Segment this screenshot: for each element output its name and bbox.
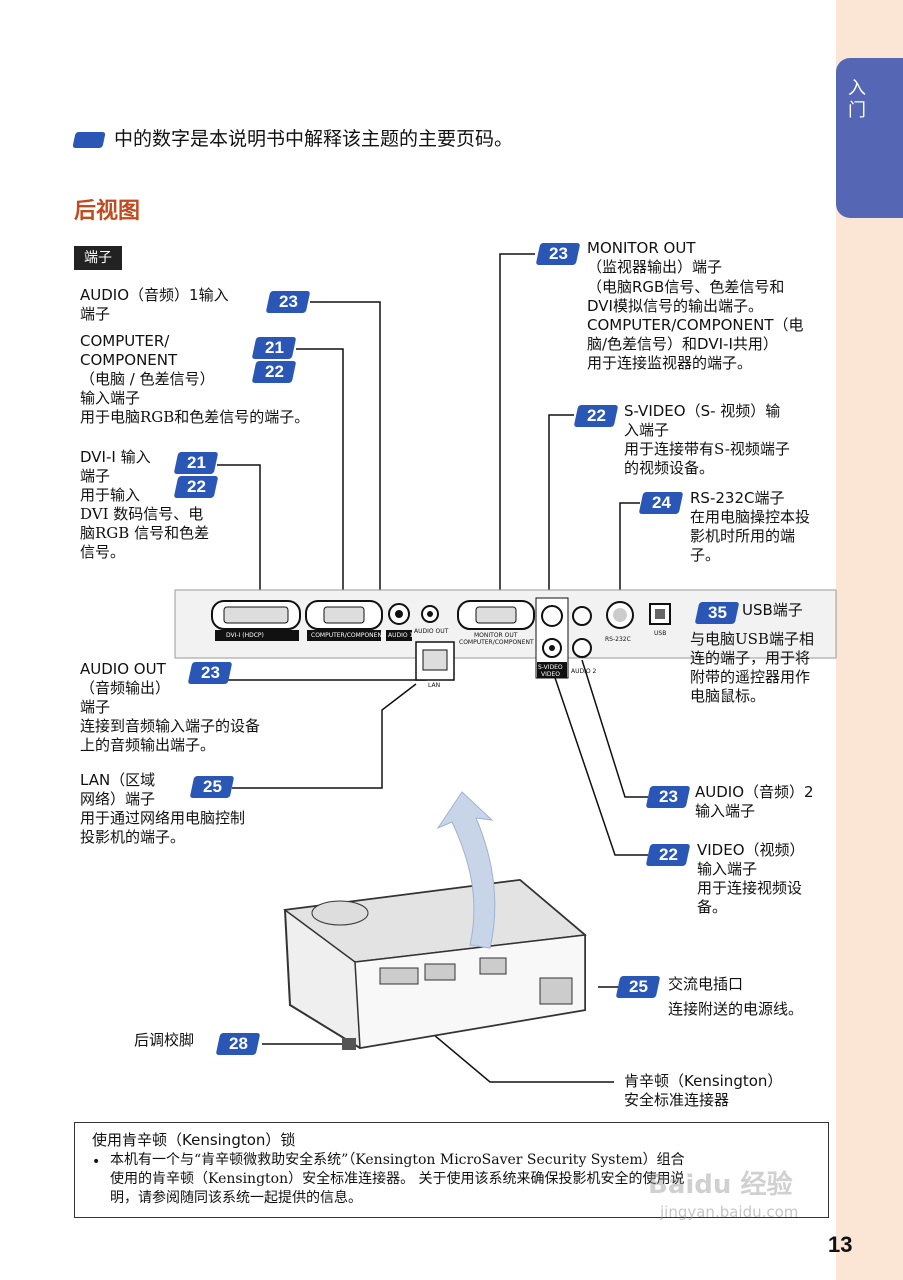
dvi-desc-4: 信号。 xyxy=(80,543,126,561)
chapter-tab-label: 入门 xyxy=(848,78,866,121)
panel-label-dvi: DVI-I (HDCP) xyxy=(226,632,264,639)
audio-out-line-2: （音频输出） xyxy=(80,679,171,697)
panel-label-monitor: MONITOR OUT xyxy=(474,632,518,639)
svideo-desc-2: 的视频设备。 xyxy=(624,459,715,477)
audio-out-desc-2: 上的音频输出端子。 xyxy=(80,736,216,754)
foot-label: 后调校脚 xyxy=(134,1031,195,1049)
lan-line-1: LAN（区域 xyxy=(80,771,156,789)
page-number: 13 xyxy=(828,1232,853,1257)
rs232-line-1: RS-232C端子 xyxy=(690,489,785,507)
ports-label: 端子 xyxy=(74,246,122,270)
note-line-3: 明，请参阅随同该系统一起提供的信息。 xyxy=(110,1190,362,1206)
video-desc-1: 用于连接视频设 xyxy=(697,879,803,897)
chapter-tab xyxy=(836,58,903,218)
panel-label-computer: COMPUTER/COMPONENT xyxy=(311,632,386,639)
ac-desc: 连接附送的电源线。 xyxy=(668,1000,804,1018)
monitor-desc: 用于连接监视器的端子。 xyxy=(587,354,753,372)
monitor-line-6: 脑/色差信号）和DVI-I共用） xyxy=(587,335,778,353)
page-badge: 23 xyxy=(645,786,691,808)
page-badge: 21 xyxy=(173,452,219,474)
monitor-line-4: DVI模拟信号的输出端子。 xyxy=(587,297,763,315)
panel-label-video: VIDEO xyxy=(541,671,561,678)
page-badge: 22 xyxy=(645,844,691,866)
legend-text: 中的数字是本说明书中解释该主题的主要页码。 xyxy=(114,128,514,150)
rs232-desc-2: 影机时所用的端 xyxy=(690,527,796,545)
panel-label-audio-out: AUDIO OUT xyxy=(414,628,449,635)
monitor-line-2: （监视器输出）端子 xyxy=(587,258,723,276)
lan-line-2: 网络）端子 xyxy=(80,790,156,808)
ac-line-1: 交流电插口 xyxy=(668,975,744,993)
video-desc-2: 备。 xyxy=(697,898,728,916)
watermark-logo: Baidu 经验 xyxy=(648,1170,793,1200)
panel-label-usb: USB xyxy=(654,630,667,637)
audio1-title-2: 端子 xyxy=(80,305,111,323)
rs232-desc-3: 子。 xyxy=(690,546,721,564)
kensington-note-box xyxy=(74,1122,829,1218)
computer-line-1: COMPUTER/ xyxy=(80,332,170,350)
page-badge: 22 xyxy=(173,476,219,498)
kensington-line-2: 安全标准连接器 xyxy=(624,1091,730,1109)
computer-line-2: COMPONENT xyxy=(80,351,178,369)
svideo-desc-1: 用于连接带有S-视频端子 xyxy=(624,440,790,458)
watermark-url: jingyan.baidu.com xyxy=(660,1203,799,1221)
page-badge: 21 xyxy=(251,337,297,359)
page-badge: 25 xyxy=(615,976,661,998)
video-line-2: 输入端子 xyxy=(697,860,758,878)
page-badge: 24 xyxy=(638,492,684,514)
page-badge: 23 xyxy=(535,243,581,265)
page-badge: 22 xyxy=(251,361,297,383)
monitor-line-1: MONITOR OUT xyxy=(587,239,696,257)
audio1-title: AUDIO（音频）1输入 xyxy=(80,286,229,304)
note-title: 使用肯辛顿（Kensington）锁 xyxy=(92,1131,296,1149)
lan-desc-2: 投影机的端子。 xyxy=(80,828,186,846)
page-badge: 22 xyxy=(573,405,619,427)
panel-label-audio2: AUDIO 2 xyxy=(571,668,597,675)
page-badge: 35 xyxy=(694,602,740,624)
svideo-line-1: S-VIDEO（S- 视频）输 xyxy=(624,402,781,420)
kensington-line-1: 肯辛顿（Kensington） xyxy=(624,1072,783,1090)
lan-desc-1: 用于通过网络用电脑控制 xyxy=(80,809,246,827)
svideo-line-2: 入端子 xyxy=(624,421,670,439)
audio-out-desc-1: 连接到音频输入端子的设备 xyxy=(80,717,261,735)
page-badge: 23 xyxy=(187,662,233,684)
usb-desc-4: 电脑鼠标。 xyxy=(690,687,766,705)
computer-line-3: （电脑 / 色差信号） xyxy=(80,370,215,388)
monitor-line-5: COMPUTER/COMPONENT（电 xyxy=(587,316,804,334)
note-bullet: • xyxy=(92,1154,101,1170)
page-badge: 23 xyxy=(265,291,311,313)
usb-desc-3: 附带的遥控器用作 xyxy=(690,668,811,686)
computer-desc: 用于电脑RGB和色差信号的端子。 xyxy=(80,408,310,426)
panel-label-audio1: AUDIO 1 xyxy=(388,632,414,639)
dvi-desc-1: 用于输入 xyxy=(80,486,141,504)
dvi-line-2: 端子 xyxy=(80,467,111,485)
monitor-line-3: （电脑RGB信号、色差信号和 xyxy=(587,278,785,296)
usb-desc-2: 连的端子，用于将 xyxy=(690,649,811,667)
panel-label-rs232: RS-232C xyxy=(605,636,631,643)
audio-out-line-1: AUDIO OUT xyxy=(80,660,166,678)
section-title: 后视图 xyxy=(74,199,141,224)
audio2-line-1: AUDIO（音频）2 xyxy=(695,783,814,801)
dvi-desc-3: 脑RGB 信号和色差 xyxy=(80,524,210,542)
page-badge: 28 xyxy=(215,1033,261,1055)
usb-line-1: USB端子 xyxy=(742,601,803,619)
note-line-2: 使用的肯辛顿（Kensington）安全标准连接器。 关于使用该系统来确保投影机… xyxy=(110,1171,685,1187)
panel-label-monitor-2: COMPUTER/COMPONENT xyxy=(459,639,534,646)
panel-label-lan: LAN xyxy=(428,682,441,689)
audio-out-line-3: 端子 xyxy=(80,698,111,716)
usb-desc-1: 与电脑USB端子相 xyxy=(690,630,814,648)
dvi-desc-2: DVI 数码信号、电 xyxy=(80,505,204,523)
page-badge: 25 xyxy=(189,776,235,798)
rs232-desc-1: 在用电脑操控本投 xyxy=(690,508,811,526)
panel-label-svideo: S-VIDEO xyxy=(538,664,563,671)
dvi-line-1: DVI-I 输入 xyxy=(80,448,151,466)
computer-line-4: 输入端子 xyxy=(80,389,141,407)
note-line-1: 本机有一个与“肯辛顿微救助安全系统”（Kensington MicroSaver… xyxy=(110,1152,685,1168)
audio2-line-2: 输入端子 xyxy=(695,802,756,820)
video-line-1: VIDEO（视频） xyxy=(697,841,805,859)
